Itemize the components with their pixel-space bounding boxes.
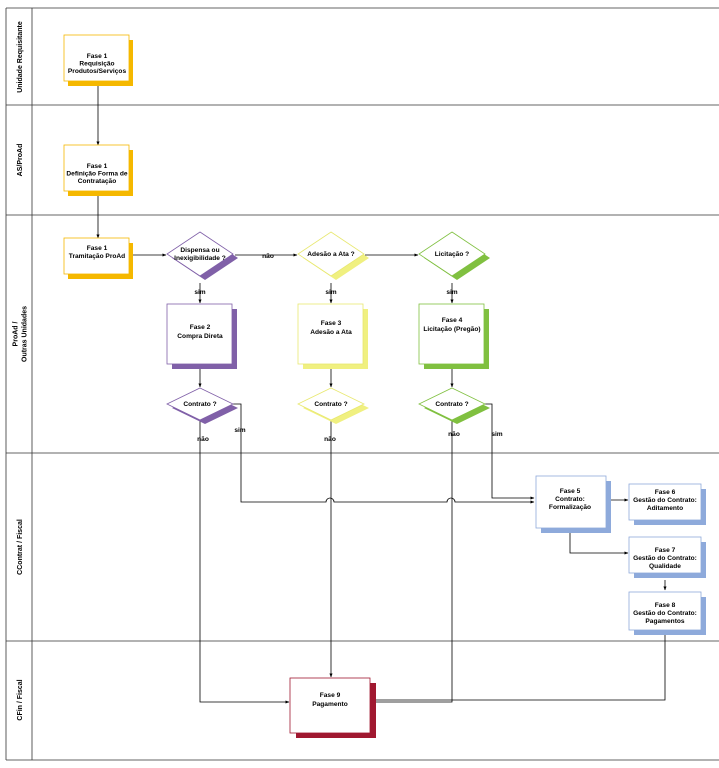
text-block: Adesão a Ata ? — [307, 251, 354, 258]
text-block: Licitação ? — [435, 251, 469, 258]
text-block: Contrato ? — [435, 401, 468, 408]
label-dispensa-nao: não — [262, 253, 274, 260]
node-contrato-decision-2[interactable]: Contrato ? — [297, 387, 369, 424]
label-contrato2-nao: não — [324, 436, 336, 443]
label-contrato3-nao: não — [448, 431, 460, 438]
edge-labels: não sim sim sim sim não não não sim — [194, 253, 502, 443]
text-block: Contrato ? — [183, 401, 216, 408]
lane-label-ccontrat: CContrat / Fiscal — [17, 519, 24, 575]
label-adesao-sim: sim — [325, 289, 336, 296]
edge-contrato1-nao-to-fase9 — [199, 420, 290, 704]
label-dispensa-sim: sim — [194, 289, 205, 296]
label-contrato1-sim: sim — [234, 427, 245, 434]
node-contrato-decision-3[interactable]: Contrato ? — [418, 387, 490, 424]
lane-label-as: AS/ProAd — [17, 144, 24, 177]
node-contrato-decision-1[interactable]: Contrato ? — [166, 387, 238, 424]
lane-label-unidade: Unidade Requisitante — [17, 21, 24, 93]
edge-fase5-to-fase7 — [569, 528, 629, 555]
text-block: Contrato ? — [314, 401, 347, 408]
edge-contrato3-nao-to-fase9 — [370, 420, 453, 704]
lane-label-cfin: CFin / Fiscal — [17, 679, 24, 720]
label-contrato3-sim: sim — [491, 431, 502, 438]
label-licitacao-sim: sim — [446, 289, 457, 296]
lane-labels: Unidade Requisitante AS/ProAd ProAd /Out… — [13, 21, 29, 721]
connectors — [96, 85, 667, 704]
label-contrato1-nao: não — [197, 436, 209, 443]
node-adesao-decision[interactable]: Adesão a Ata ? — [297, 231, 369, 280]
node-licitacao-decision[interactable]: Licitação ? — [418, 231, 490, 280]
edge-contrato1-sim-to-fase5 — [233, 403, 535, 504]
lane-label-proad: ProAd /Outras Unidades — [13, 306, 29, 362]
swimlane-grid — [5, 7, 719, 761]
edge-fase8-to-fase9 — [370, 634, 666, 702]
edge-contrato3-sim-to-fase5 — [485, 403, 535, 500]
text-block: ProAd /Outras Unidades — [13, 306, 29, 362]
